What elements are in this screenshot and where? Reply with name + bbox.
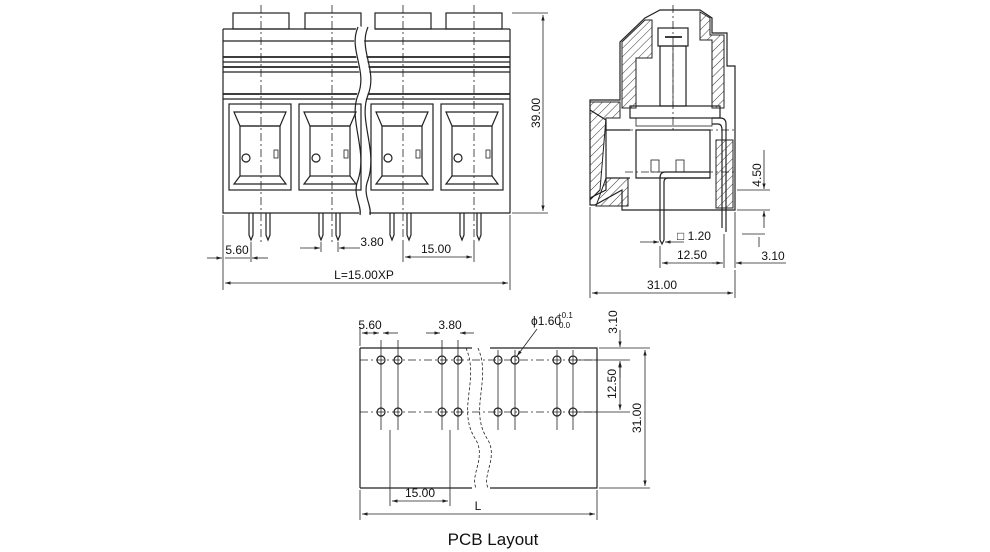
dim-pin-height-label: 4.50: [750, 163, 764, 187]
pcb-dim-depth: 31.00: [599, 347, 650, 489]
dim-depth-label: 31.00: [647, 278, 677, 292]
break-line: [354, 25, 370, 216]
pcb-layout: 5.60 3.80 ϕ1.60 +0.1 0.0 3.10 12.50: [358, 310, 650, 549]
cavity: [298, 103, 362, 191]
dim-length: L=15.00XP: [225, 215, 511, 290]
dim-pin-square: □ 1.20: [640, 229, 711, 244]
pcb-holes: [376, 355, 578, 417]
pcb-dim-row-spacing-label: 12.50: [605, 369, 619, 399]
dim-length-label: L=15.00XP: [334, 268, 394, 282]
dim-row-spacing: 12.50: [659, 234, 725, 268]
dim-height: 39.00: [512, 12, 548, 214]
dim-pitch: 15.00: [402, 242, 475, 262]
dim-pin-offset-label: 3.10: [761, 249, 785, 263]
dim-pin-square-label: □ 1.20: [677, 229, 711, 243]
dim-offset: 5.60: [207, 215, 268, 290]
pcb-dim-pitch-label: 15.00: [405, 486, 435, 500]
cavity: [228, 103, 292, 191]
pcb-dim-length-label: L: [475, 499, 482, 513]
dim-pitch-label: 15.00: [421, 242, 451, 256]
pcb-dim-top-offset: 3.10: [575, 310, 630, 378]
pcb-dim-length: L: [359, 490, 598, 520]
pcb-layout-caption: PCB Layout: [448, 530, 539, 549]
side-view: 4.50 □ 1.20 12.50 3.10: [589, 5, 786, 298]
pcb-dim-depth-label: 31.00: [630, 403, 644, 433]
pcb-dim-hole-tol-lower: 0.0: [559, 321, 571, 330]
dim-height-label: 39.00: [529, 98, 543, 128]
cavity: [370, 103, 434, 191]
pcb-dim-offset-label: 5.60: [358, 318, 382, 332]
pcb-dim-hole-tol-upper: +0.1: [557, 311, 573, 320]
dim-pin-gap-label: 3.80: [360, 235, 384, 249]
pcb-dim-pitch: 15.00: [389, 430, 451, 506]
front-pins: [248, 213, 482, 242]
screw-caps: [232, 12, 503, 30]
housing-section: [621, 19, 653, 109]
front-view: 39.00 5.60 3.80 15.00: [207, 5, 548, 290]
cavity: [440, 103, 504, 191]
dim-offset-label: 5.60: [225, 243, 249, 257]
dim-pin-height: 4.50: [737, 150, 770, 228]
pcb-dim-hole-diameter: ϕ1.60 +0.1 0.0: [516, 311, 573, 357]
pcb-dim-top-offset-label: 3.10: [606, 310, 620, 334]
hole-center-lines: [380, 340, 574, 430]
center-lines: [260, 5, 475, 245]
pcb-break-line: [465, 347, 480, 489]
pcb-dim-pin-gap: 3.80: [426, 318, 474, 335]
pcb-dim-hole-diameter-label: ϕ1.60: [531, 314, 561, 328]
dim-pin-gap: 3.80: [300, 235, 384, 252]
terminal-cavities: [228, 103, 504, 191]
dim-pin-offset: 3.10: [712, 212, 786, 268]
pcb-dim-offset: 5.60: [358, 318, 398, 346]
dim-depth: 31.00: [589, 207, 736, 298]
dim-row-spacing-label: 12.50: [677, 248, 707, 262]
side-pins: [659, 117, 727, 246]
pcb-dim-pin-gap-label: 3.80: [438, 318, 462, 332]
pcb-dim-row-spacing: 12.50: [575, 362, 630, 413]
